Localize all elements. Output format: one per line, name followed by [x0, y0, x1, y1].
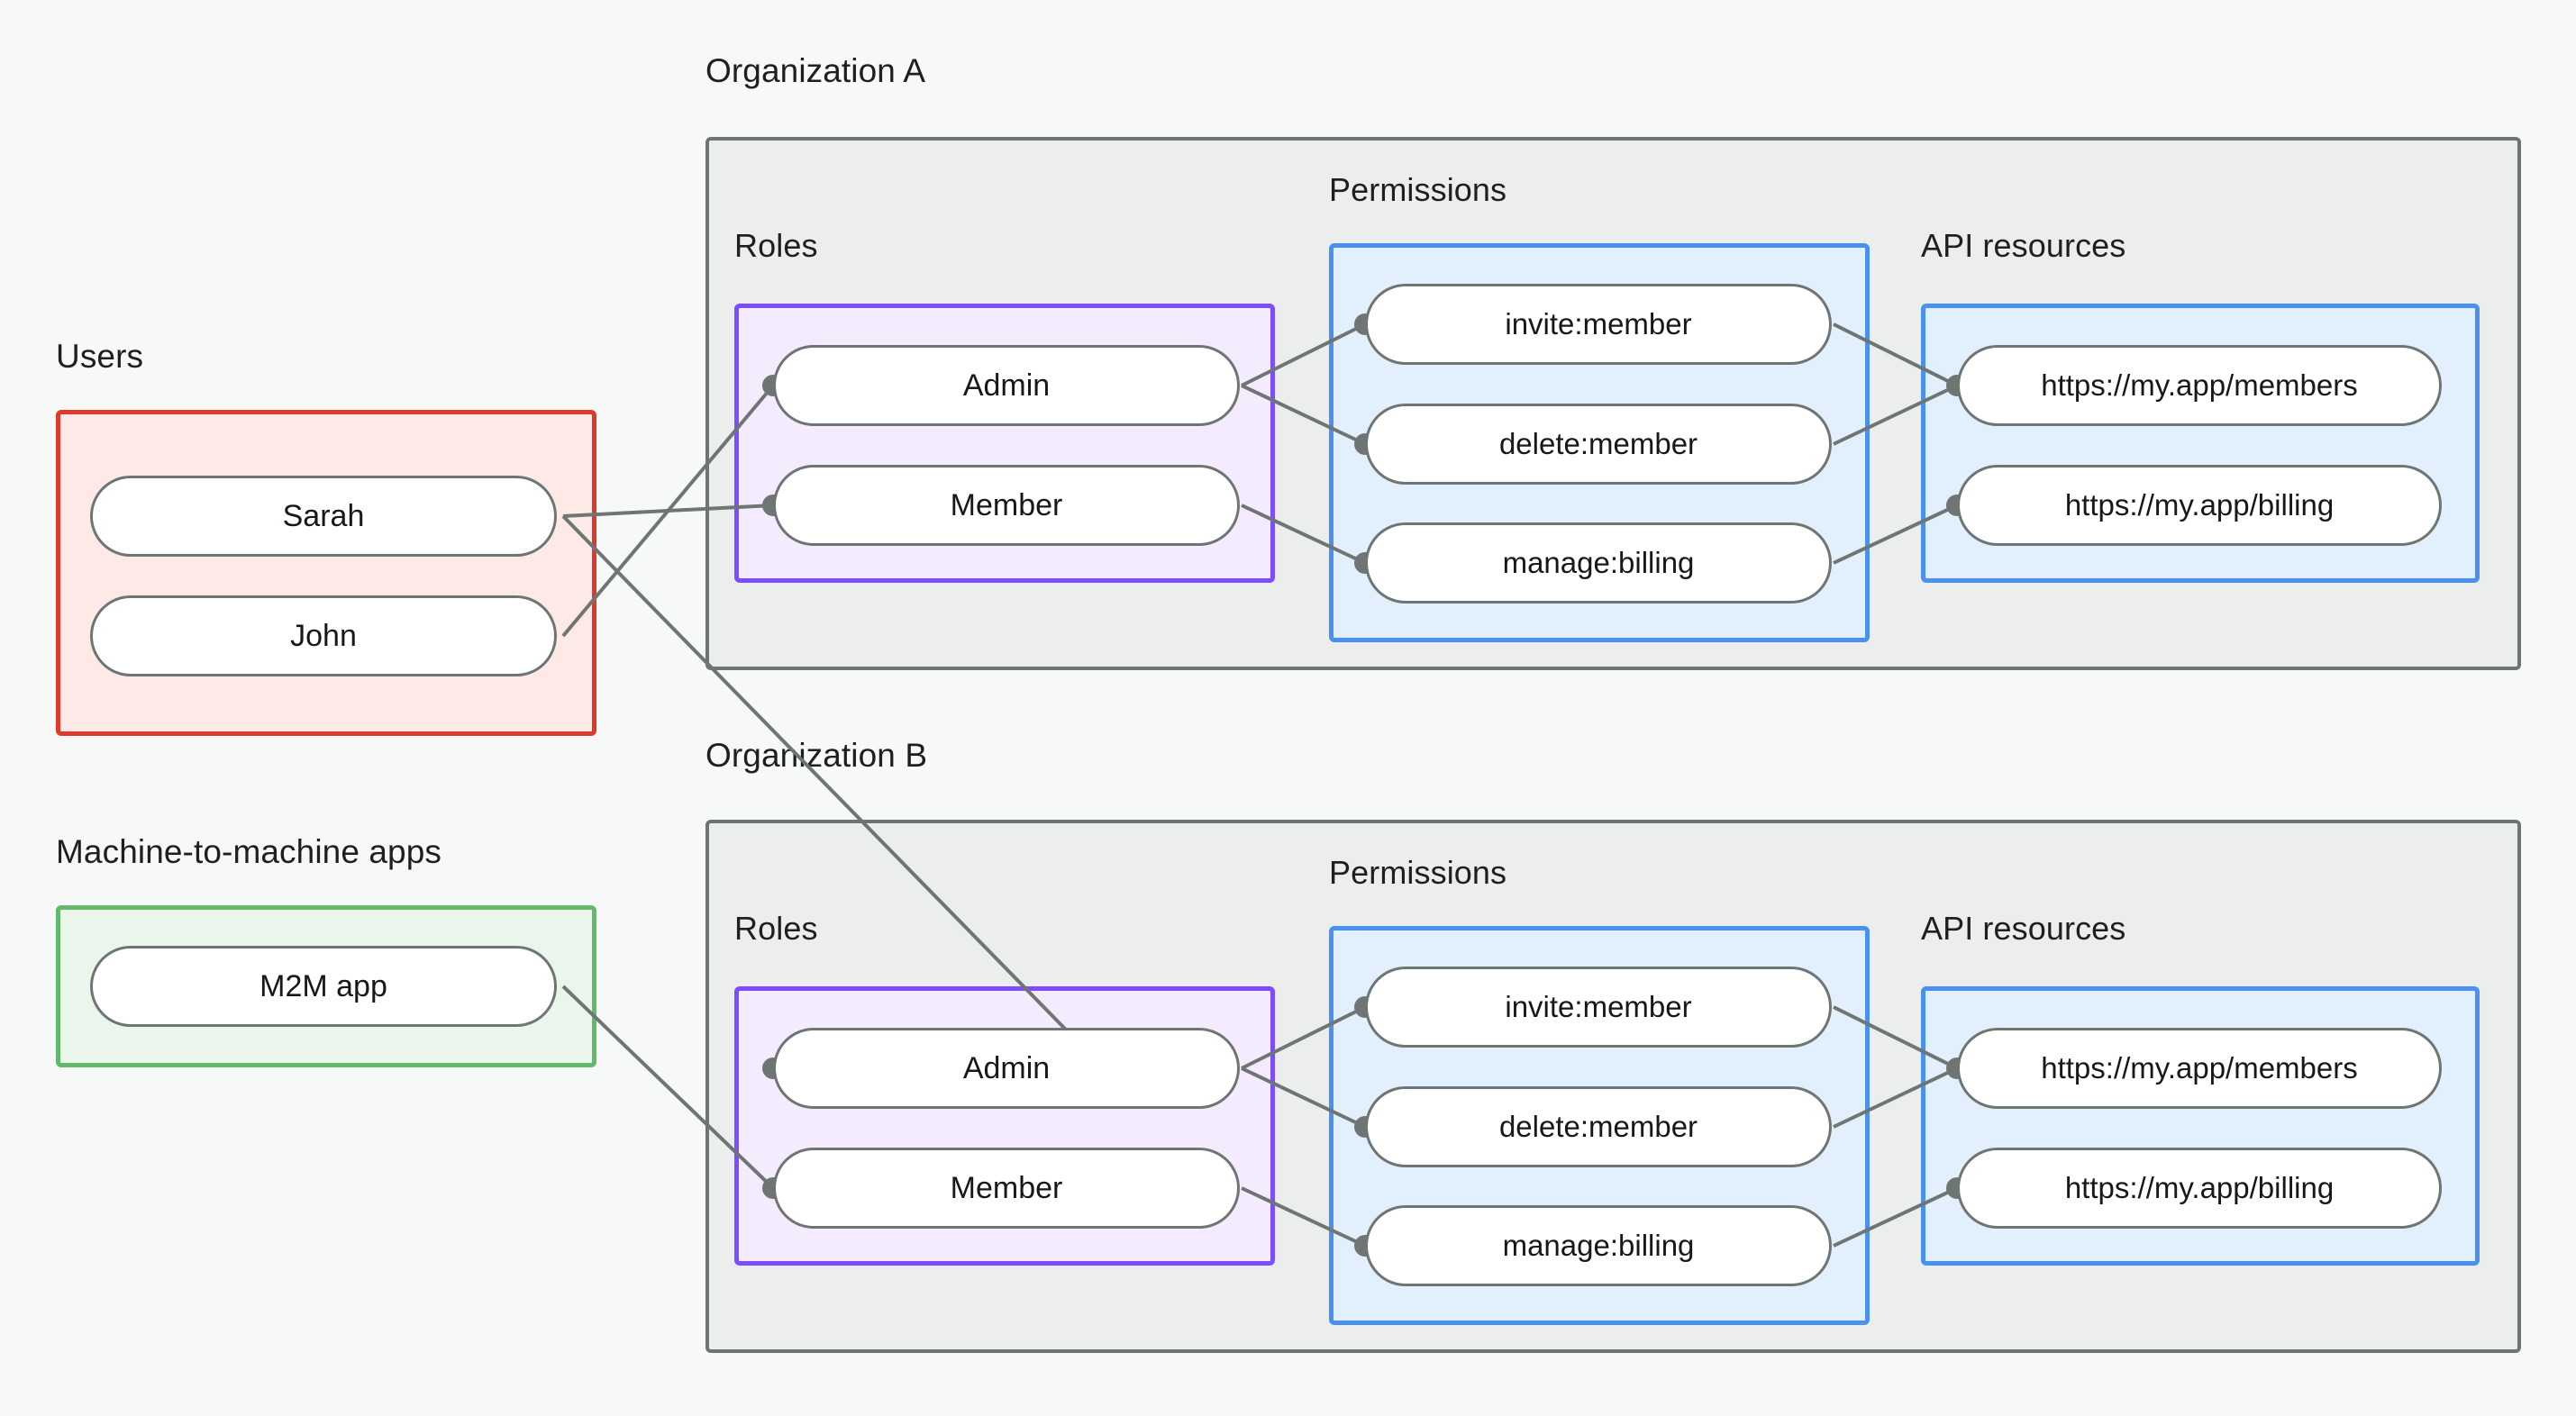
org-b-label: Organization B — [705, 737, 928, 774]
org-a-permission-invite-member[interactable]: invite:member — [1365, 284, 1832, 365]
org-b-role-admin[interactable]: Admin — [773, 1028, 1240, 1109]
org-a-label: Organization A — [705, 52, 926, 89]
org-b-api-resource-billing[interactable]: https://my.app/billing — [1957, 1148, 2442, 1229]
org-a-permissions-label: Permissions — [1329, 171, 1507, 208]
m2m-node-app[interactable]: M2M app — [90, 946, 557, 1027]
users-box — [56, 410, 596, 736]
users-group-label: Users — [56, 338, 144, 375]
user-node-sarah[interactable]: Sarah — [90, 476, 557, 557]
org-b-role-member[interactable]: Member — [773, 1148, 1240, 1229]
org-b-api-resource-members[interactable]: https://my.app/members — [1957, 1028, 2442, 1109]
org-b-api-resources-label: API resources — [1921, 910, 2126, 947]
org-b-permission-delete-member[interactable]: delete:member — [1365, 1086, 1832, 1167]
org-b-roles-label: Roles — [734, 910, 818, 947]
org-a-role-member[interactable]: Member — [773, 465, 1240, 546]
org-b-permission-invite-member[interactable]: invite:member — [1365, 967, 1832, 1048]
org-a-api-resource-billing[interactable]: https://my.app/billing — [1957, 465, 2442, 546]
org-a-role-admin[interactable]: Admin — [773, 345, 1240, 426]
org-a-permission-manage-billing[interactable]: manage:billing — [1365, 522, 1832, 604]
org-a-roles-label: Roles — [734, 227, 818, 264]
org-a-api-resource-members[interactable]: https://my.app/members — [1957, 345, 2442, 426]
org-b-permissions-label: Permissions — [1329, 854, 1507, 891]
user-node-john[interactable]: John — [90, 595, 557, 676]
m2m-group-label: Machine-to-machine apps — [56, 833, 442, 870]
org-a-permission-delete-member[interactable]: delete:member — [1365, 404, 1832, 485]
org-a-api-resources-label: API resources — [1921, 227, 2126, 264]
org-b-permission-manage-billing[interactable]: manage:billing — [1365, 1205, 1832, 1286]
